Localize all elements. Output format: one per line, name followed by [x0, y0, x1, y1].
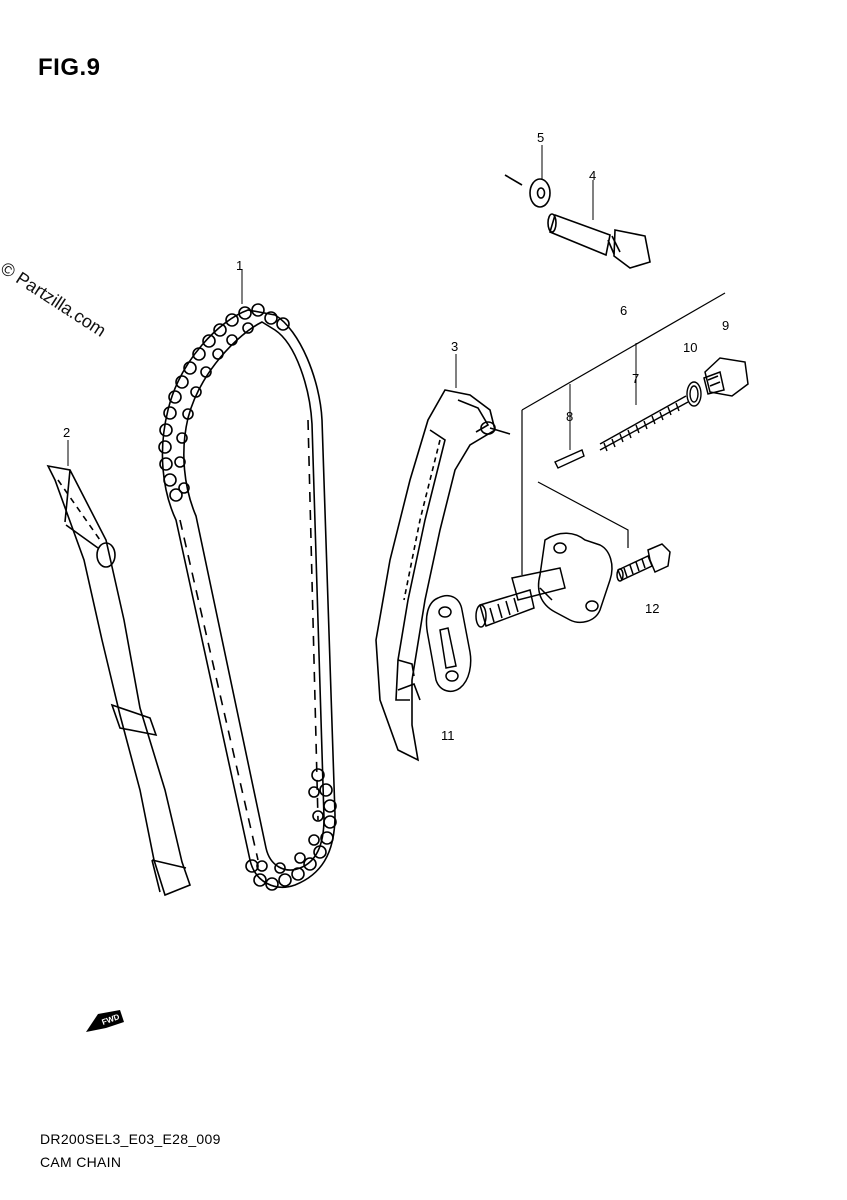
callout-7: 7	[632, 371, 639, 386]
callout-6: 6	[620, 303, 627, 318]
figure-code: DR200SEL3_E03_E28_009	[40, 1131, 221, 1147]
callout-11: 11	[441, 728, 455, 743]
callout-12: 12	[645, 601, 659, 616]
callout-4: 4	[589, 168, 596, 183]
forward-arrow-icon: FWD	[86, 1010, 124, 1032]
figure-name: CAM CHAIN	[40, 1154, 122, 1170]
leader-lines	[67, 145, 637, 466]
rod-part[interactable]	[554, 449, 585, 469]
callout-1: 1	[236, 258, 243, 273]
o-ring-part[interactable]	[686, 381, 702, 407]
cam-chain-part[interactable]	[158, 303, 337, 891]
tensioner-adjuster-part[interactable]	[475, 532, 613, 628]
tensioner-guide-part[interactable]	[375, 389, 511, 762]
callout-5: 5	[537, 130, 544, 145]
spring-part[interactable]	[599, 395, 689, 452]
callout-2: 2	[63, 425, 70, 440]
callout-9: 9	[722, 318, 729, 333]
figure-title: FIG.9	[38, 54, 101, 81]
gasket-part[interactable]	[425, 594, 472, 693]
assembly-bracket	[521, 292, 726, 575]
bolt-part[interactable]	[547, 213, 651, 269]
chain-guide-part[interactable]	[46, 464, 192, 897]
washer-part[interactable]	[504, 174, 551, 208]
callout-8: 8	[566, 409, 573, 424]
callout-3: 3	[451, 339, 458, 354]
callout-10: 10	[683, 340, 697, 355]
mounting-bolt-part[interactable]	[616, 543, 671, 582]
cap-bolt-part[interactable]	[703, 357, 749, 397]
